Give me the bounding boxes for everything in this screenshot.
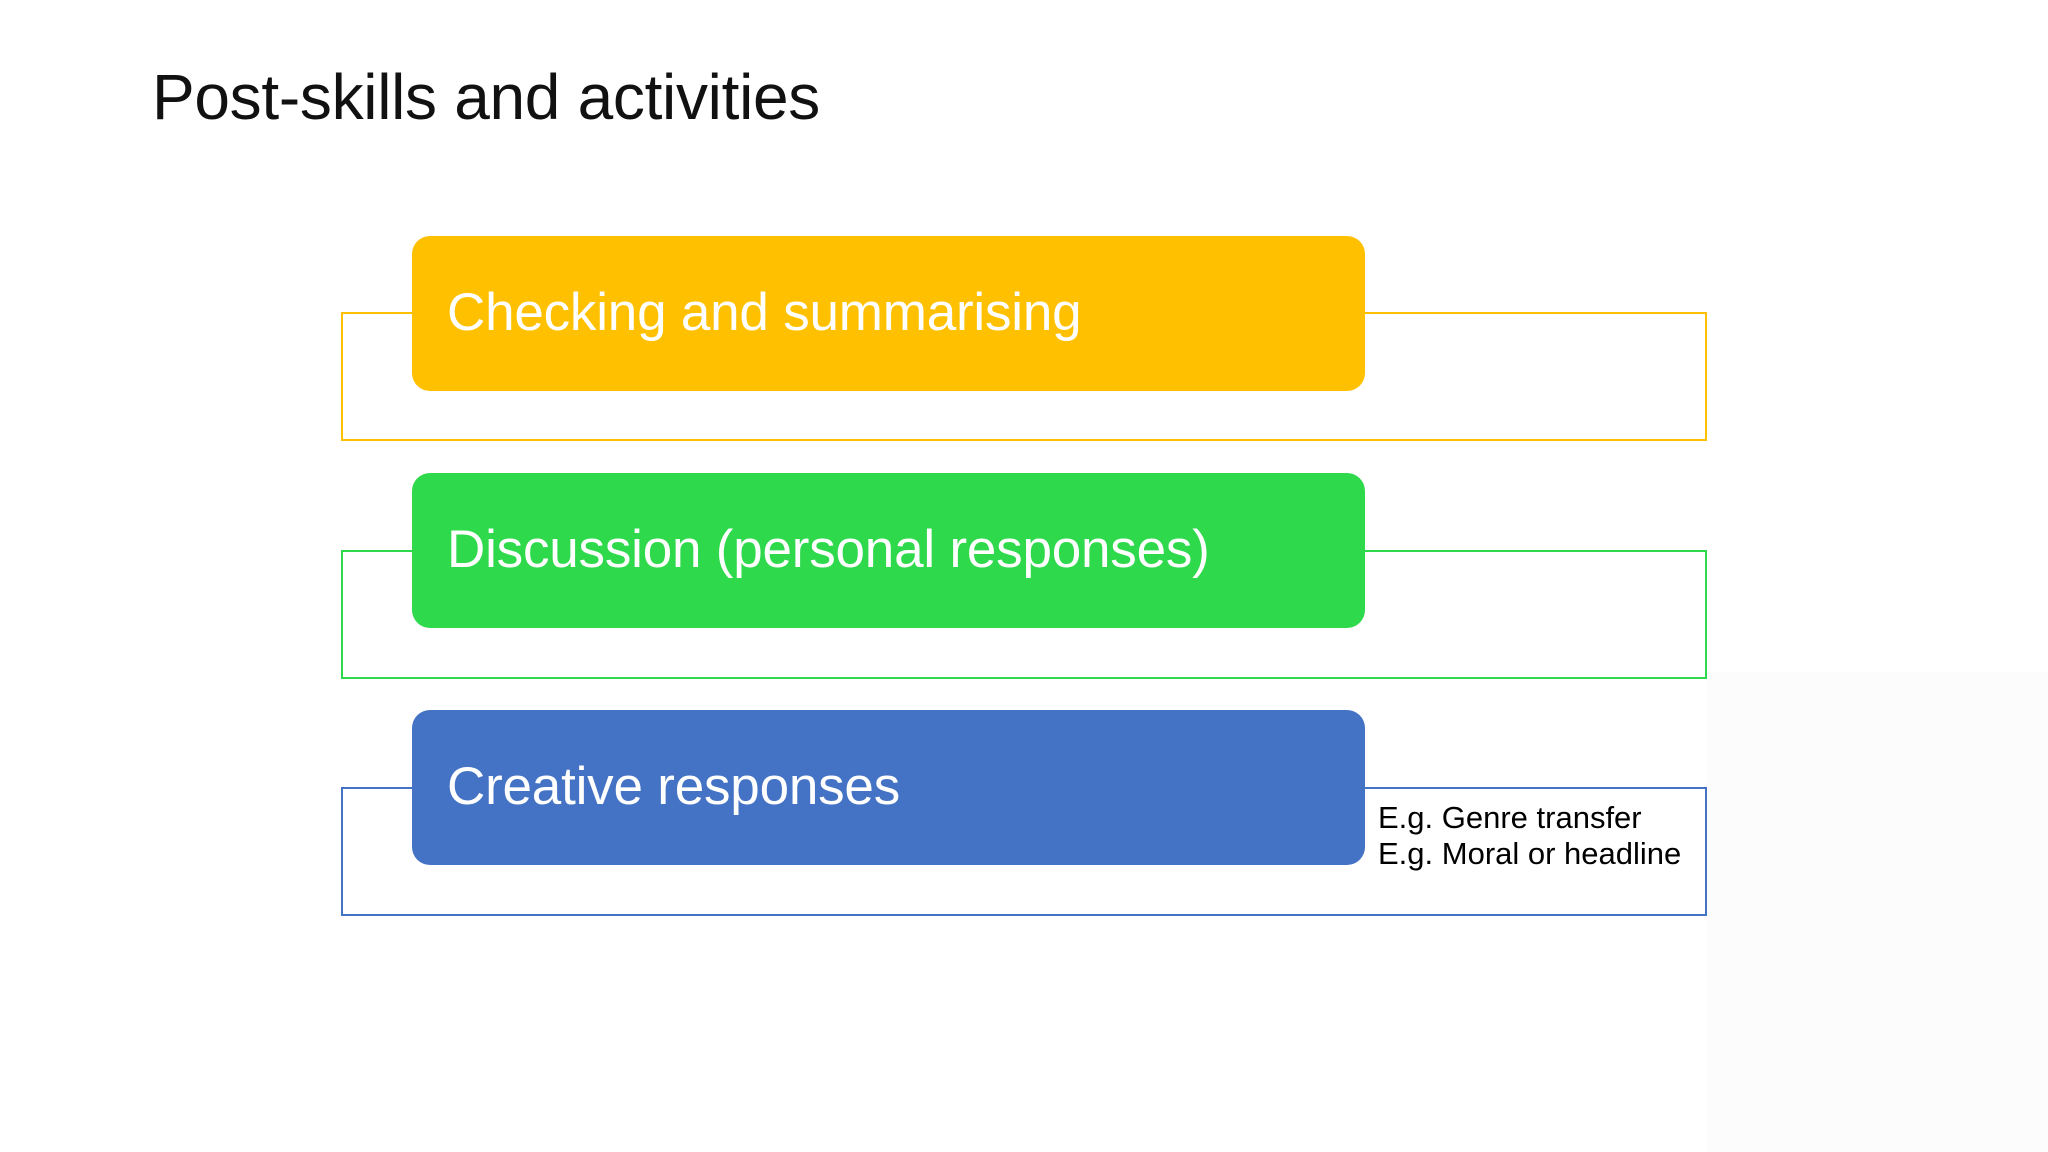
process-bar-discussion-personal-responses[interactable]: Discussion (personal responses) (412, 473, 1365, 628)
detail-line-moral-or-headline: E.g. Moral or headline (1378, 835, 1682, 871)
process-bar-checking-and-summarising[interactable]: Checking and summarising (412, 236, 1365, 391)
process-bar-creative-responses[interactable]: Creative responses (412, 710, 1365, 865)
detail-text-creative-responses: E.g. Genre transfer E.g. Moral or headli… (1378, 800, 1718, 872)
detail-line-genre-transfer: E.g. Genre transfer (1378, 800, 1642, 835)
process-bar-label: Creative responses (447, 757, 901, 817)
page-title: Post-skills and activities (152, 61, 820, 133)
process-bar-label: Checking and summarising (447, 283, 1082, 343)
process-bar-label: Discussion (personal responses) (447, 520, 1210, 580)
background-wash (1706, 672, 2048, 1152)
